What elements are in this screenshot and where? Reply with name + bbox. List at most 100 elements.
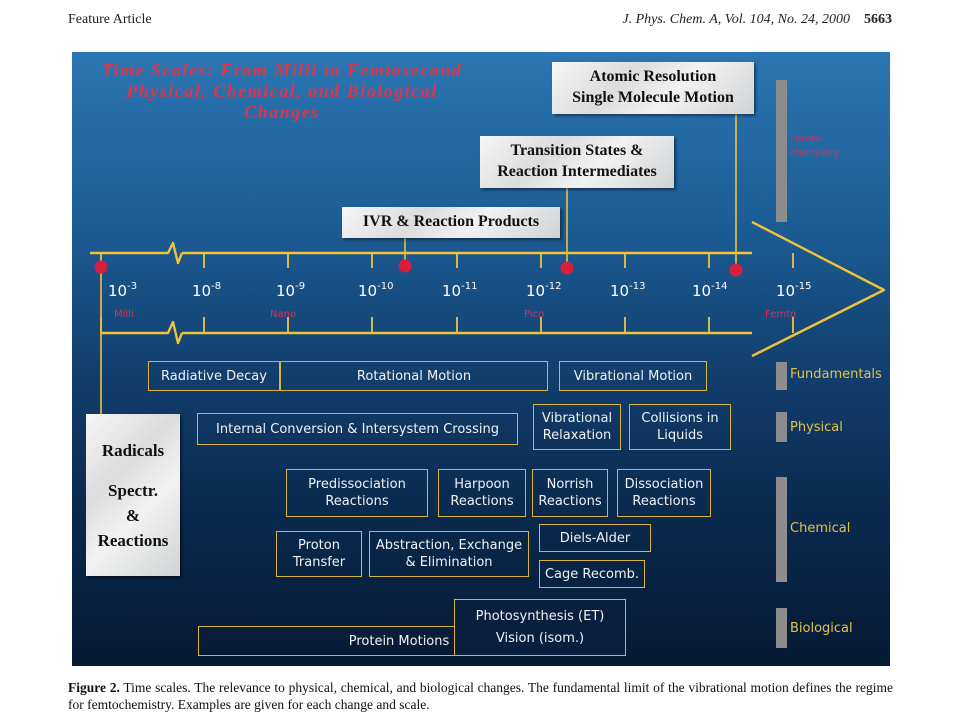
caption-label: Figure 2.	[68, 680, 120, 695]
exp-minus8: -8	[211, 281, 222, 292]
box-internal-conversion: Internal Conversion & Intersystem Crossi…	[197, 413, 518, 445]
box-vibrational-motion: Vibrational Motion	[559, 361, 707, 391]
photosynthesis-label: Photosynthesis (ET)	[475, 608, 605, 624]
axis-label-minus12: 10-12	[526, 281, 562, 300]
axis-label-minus10: 10-10	[358, 281, 394, 300]
figure-title: Time Scales: From Milli to Femtosecond P…	[72, 60, 492, 123]
timescale-figure: Time Scales: From Milli to Femtosecond P…	[72, 52, 890, 666]
abstraction-line-2: & Elimination	[405, 555, 493, 570]
box-diels-alder: Diels-Alder	[539, 524, 651, 552]
unit-milli: Milli	[114, 309, 134, 320]
box-collisions: Collisions in Liquids	[629, 404, 731, 450]
marker-atomic	[729, 263, 743, 277]
leader-lines	[100, 114, 737, 414]
box-radiative-decay: Radiative Decay	[148, 361, 280, 391]
axis-arrow-head	[751, 220, 886, 358]
page-number: 5663	[864, 12, 892, 27]
axis-graphics	[90, 80, 886, 648]
unit-femto: Femto	[765, 309, 797, 320]
harpoon-line-1: Harpoon	[454, 477, 510, 492]
axis-label-minus8: 10-8	[192, 281, 222, 300]
collisions-line-1: Collisions in	[641, 411, 719, 426]
unit-nano: Nano	[270, 309, 297, 320]
proton-line-2: Transfer	[292, 555, 346, 570]
box-cage-recomb: Cage Recomb.	[539, 560, 645, 588]
exp-minus13: -13	[629, 281, 646, 292]
dissociation-line-2: Reactions	[632, 494, 696, 509]
dissociation-line-1: Dissociation	[624, 477, 704, 492]
norrish-line-1: Norrish	[546, 477, 594, 492]
callout-transition-states: Transition States & Reaction Intermediat…	[480, 136, 674, 188]
collisions-line-2: Liquids	[657, 428, 703, 443]
exp-minus14: -14	[711, 281, 728, 292]
vib-relax-line-1: Vibrational	[541, 411, 613, 426]
callout-transition-line-2: Reaction Intermediates	[497, 163, 657, 180]
axis-label-minus3: 10-3	[108, 281, 138, 300]
journal-citation: J. Phys. Chem. A, Vol. 104, No. 24, 2000	[622, 12, 850, 27]
category-physical: Physical	[790, 420, 843, 435]
callout-ivr: IVR & Reaction Products	[342, 207, 560, 238]
vib-relax-line-2: Relaxation	[542, 428, 612, 443]
exp-minus12: -12	[545, 281, 562, 292]
exp-minus3: -3	[127, 281, 138, 292]
header-section: Feature Article	[68, 12, 152, 27]
callout-transition-line-1: Transition States &	[510, 142, 644, 159]
femtochemistry-line-1: Femto-	[790, 134, 825, 145]
bar-physical	[776, 412, 787, 442]
exp-minus9: -9	[295, 281, 306, 292]
category-fundamentals: Fundamentals	[790, 367, 882, 382]
harpoon-line-2: Reactions	[450, 494, 514, 509]
predissociation-line-2: Reactions	[325, 494, 389, 509]
bar-fundamentals	[776, 362, 787, 390]
callout-atomic-line-2: Single Molecule Motion	[572, 89, 734, 106]
radicals-panel: Radicals Spectr. & Reactions	[86, 414, 180, 576]
figure-caption: Figure 2. Time scales. The relevance to …	[68, 679, 893, 713]
axis-top-rail-left	[90, 241, 184, 265]
norrish-line-2: Reactions	[538, 494, 602, 509]
marker-milli	[94, 260, 108, 274]
unit-pico: Pico	[524, 309, 545, 320]
caption-text: Time scales. The relevance to physical, …	[68, 680, 893, 712]
axis-ticks	[100, 253, 794, 333]
figure-title-line-1: Time Scales: From Milli to Femtosecond	[101, 60, 463, 80]
bar-biological	[776, 608, 787, 648]
marker-ivr	[398, 259, 412, 273]
predissociation-line-1: Predissociation	[308, 477, 406, 492]
box-photosynthesis-vision: Photosynthesis (ET) Vision (isom.)	[454, 599, 626, 656]
callout-atomic-line-1: Atomic Resolution	[589, 68, 717, 85]
radicals-line-1: Radicals	[101, 441, 165, 460]
radicals-line-4: Reactions	[97, 531, 169, 550]
callout-ivr-text: IVR & Reaction Products	[362, 213, 540, 230]
exp-minus11: -11	[461, 281, 478, 292]
box-rotational-motion: Rotational Motion	[280, 361, 548, 391]
axis-bottom-rail-left	[100, 320, 184, 345]
axis-label-minus14: 10-14	[692, 281, 728, 300]
figure-title-line-3: Changes	[244, 102, 320, 122]
abstraction-line-1: Abstraction, Exchange	[375, 538, 523, 553]
marker-transition	[560, 261, 574, 275]
axis-label-minus11: 10-11	[442, 281, 478, 300]
header-journal: J. Phys. Chem. A, Vol. 104, No. 24, 2000…	[622, 12, 892, 28]
femtochemistry-line-2: chemistry	[790, 148, 840, 159]
femtochemistry-label: Femto- chemistry	[790, 133, 860, 161]
exp-minus15: -15	[795, 281, 812, 292]
radicals-line-3: &	[125, 506, 141, 525]
axis-label-minus15: 10-15	[776, 281, 812, 300]
exp-minus10: -10	[377, 281, 394, 292]
proton-line-1: Proton	[298, 538, 340, 553]
bar-femtochemistry	[776, 80, 787, 222]
vision-label: Vision (isom.)	[495, 630, 585, 646]
box-abstraction: Abstraction, Exchange & Elimination	[369, 531, 529, 577]
bar-chemical	[776, 477, 787, 582]
axis-label-minus13: 10-13	[610, 281, 646, 300]
callout-atomic-resolution: Atomic Resolution Single Molecule Motion	[552, 62, 754, 114]
figure-title-line-2: Physical, Chemical, and Biological	[126, 81, 438, 101]
category-chemical: Chemical	[790, 521, 851, 536]
axis-label-minus9: 10-9	[276, 281, 306, 300]
